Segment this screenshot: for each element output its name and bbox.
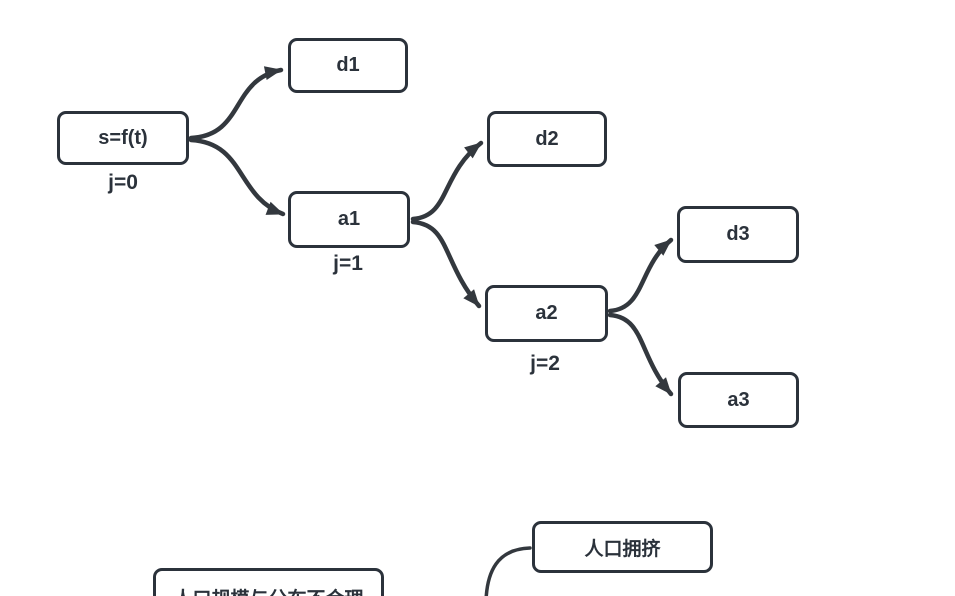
node-crowding: 人口拥挤 — [532, 521, 713, 573]
node-a2: a2 — [485, 285, 608, 342]
node-a3: a3 — [678, 372, 799, 428]
edge-a1-a2 — [410, 219, 482, 309]
edge-a2-a3 — [607, 312, 674, 397]
node-a1: a1 — [288, 191, 410, 248]
node-d2: d2 — [487, 111, 607, 167]
node-s: s=f(t) — [57, 111, 189, 165]
level-label-j0: j=0 — [108, 171, 138, 194]
level-label-j1: j=1 — [333, 252, 363, 275]
node-a1-label: a1 — [337, 208, 361, 230]
node-s-label: s=f(t) — [98, 126, 148, 149]
edge-overpopulation-crowding — [484, 546, 532, 596]
level-label-j2: j=2 — [530, 352, 560, 375]
node-a2-label: a2 — [535, 302, 558, 324]
edge-s-d1 — [188, 66, 284, 141]
node-d3-label: d3 — [726, 223, 750, 245]
node-crowding-label: 人口拥挤 — [584, 538, 661, 560]
node-d2-label: d2 — [535, 127, 559, 150]
edge-a1-d2 — [410, 140, 484, 222]
node-overpopulation-label: 人口规模与分布不合理 — [173, 584, 363, 596]
node-overpopulation: 人口规模与分布不合理 — [153, 568, 384, 596]
node-d1: d1 — [288, 38, 408, 93]
node-a3-label: a3 — [727, 388, 750, 411]
edge-s-a1 — [188, 137, 286, 217]
node-d1-label: d1 — [336, 54, 360, 76]
edge-a2-d3 — [607, 237, 674, 314]
node-d3: d3 — [677, 206, 799, 263]
